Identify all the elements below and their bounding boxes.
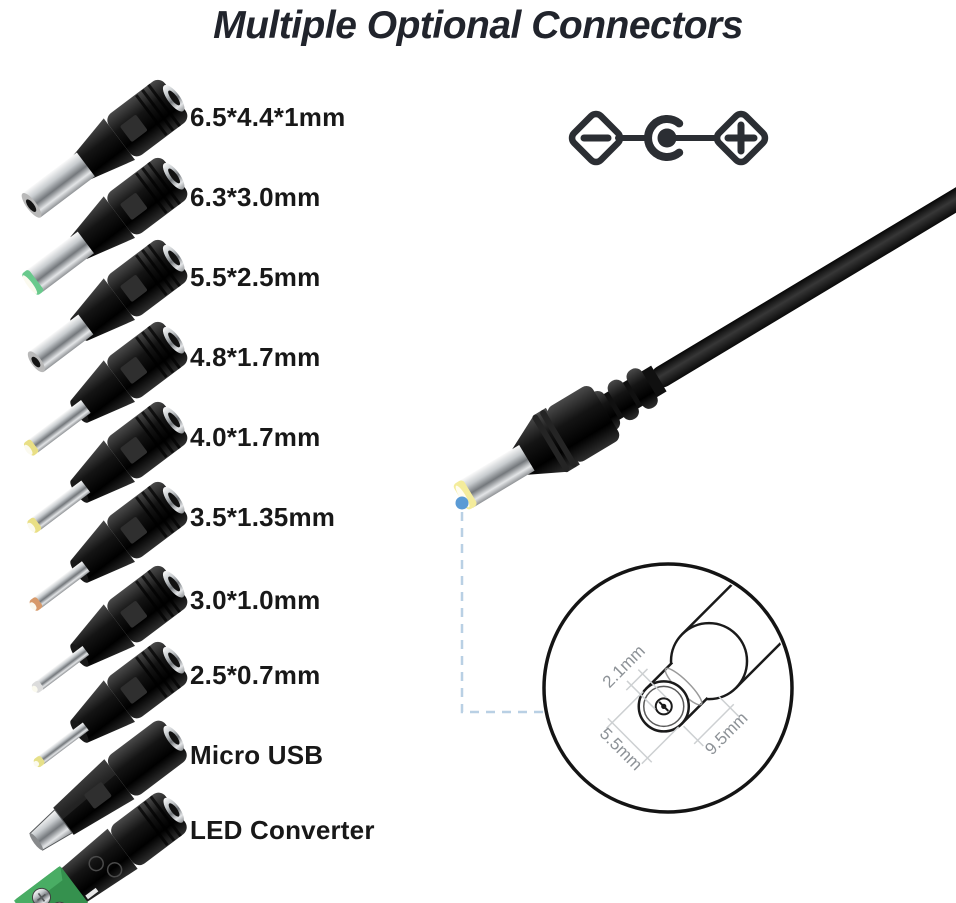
callout-line (455, 496, 543, 714)
connector-art-dc-barrel (22, 157, 188, 295)
connector-art-dc-barrel (21, 79, 188, 218)
connector-label: 6.5*4.4*1mm (190, 102, 346, 132)
page-title: Multiple Optional Connectors (213, 4, 743, 47)
connector-label: 3.0*1.0mm (190, 585, 321, 615)
connector-art-dc-barrel (31, 565, 188, 693)
connector-art-dc-barrel (29, 481, 188, 611)
plug-barrel (457, 444, 535, 508)
callout-anchor-dot (455, 496, 469, 510)
center-pin-dot (657, 128, 677, 148)
strain-relief-rib (626, 368, 658, 409)
positive-diamond (713, 110, 769, 166)
plug-body (547, 385, 620, 462)
connector-art-dc-barrel (33, 641, 188, 768)
dc-plug-photo (453, 155, 956, 510)
connector-label: 4.8*1.7mm (190, 342, 321, 372)
connector-art-dc-barrel (27, 401, 188, 533)
connector-label: 5.5*2.5mm (190, 262, 321, 292)
dimension-lines (605, 668, 740, 765)
connector-art-micro-usb (29, 720, 187, 851)
connector-art-led-terminal (13, 792, 187, 903)
connector-label: 6.3*3.0mm (190, 182, 321, 212)
connector-label: LED Converter (190, 815, 375, 845)
strain-relief-rib (607, 379, 639, 421)
negative-diamond (568, 110, 624, 166)
plug-detail-diagram: 2.1mm 5.5mm 9.5mm (542, 562, 794, 814)
connector-label: Micro USB (190, 740, 324, 770)
cable (651, 155, 956, 388)
center-positive-polarity-icon (568, 110, 769, 166)
center-sleeve-arc (644, 115, 684, 161)
connector-art-dc-barrel (27, 239, 188, 373)
connector-art-dc-barrel (23, 321, 188, 456)
connector-label: 2.5*0.7mm (190, 660, 321, 690)
connector-label: 4.0*1.7mm (190, 422, 321, 452)
connector-label: 3.5*1.35mm (190, 502, 336, 532)
pin-hole-outline (654, 697, 673, 716)
